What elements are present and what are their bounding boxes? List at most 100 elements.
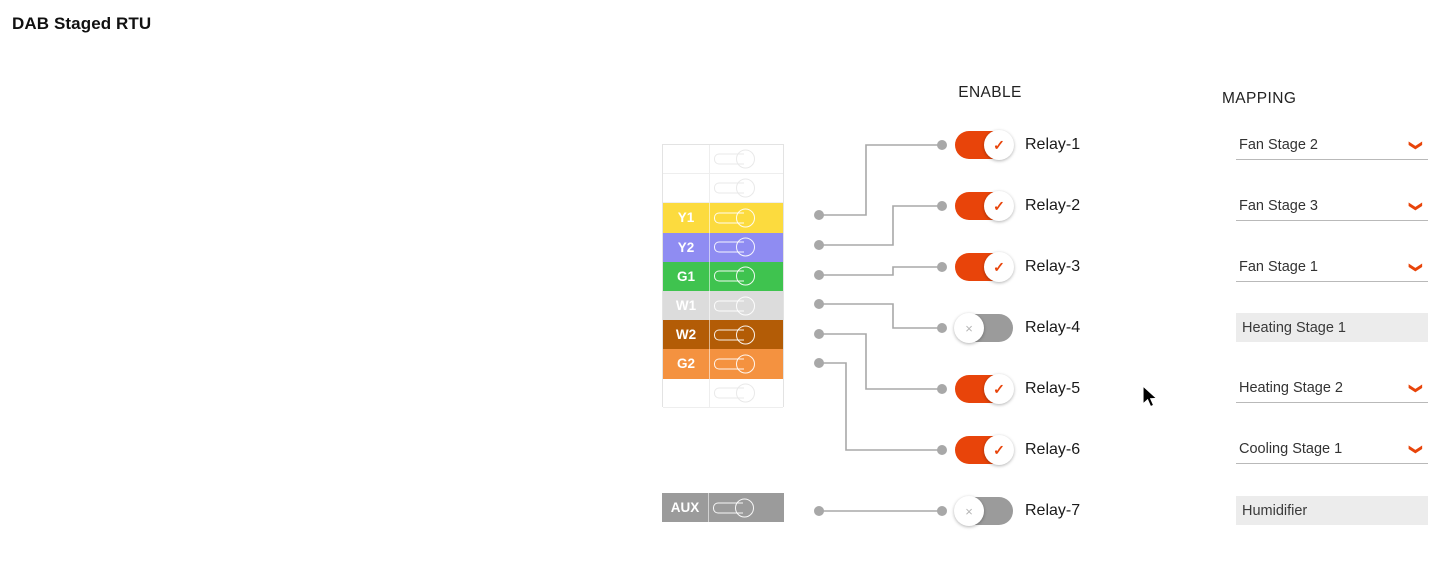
screw-terminal <box>710 262 783 291</box>
relay-label: Relay-5 <box>1025 380 1081 397</box>
relay-row: × Relay-7 <box>954 496 1081 526</box>
screw-slot <box>714 182 744 194</box>
terminal-row-blank <box>663 174 783 204</box>
chevron-down-icon[interactable]: ❯ <box>1409 443 1425 455</box>
screw-ring <box>736 354 755 374</box>
relay-row: ✓ Relay-2 <box>955 191 1080 221</box>
relay-mapping-dropdown[interactable]: Fan Stage 1❯ <box>1236 253 1428 282</box>
wire-w2-relay5 <box>820 333 941 390</box>
chevron-down-icon[interactable]: ❯ <box>1409 261 1425 273</box>
terminal-row-w2[interactable]: W2 <box>663 320 783 350</box>
wire-g1-relay3 <box>820 266 941 276</box>
terminal-row-y2[interactable]: Y2 <box>663 232 783 262</box>
relay-enable-toggle[interactable]: ✓ <box>955 130 1014 160</box>
relay-label: Relay-7 <box>1025 502 1081 519</box>
wire-y1-relay1 <box>820 144 941 216</box>
terminal-row-g1[interactable]: G1 <box>663 261 783 291</box>
relay-mapping-dropdown: Humidifier <box>1236 496 1428 525</box>
screw-ring <box>736 237 755 257</box>
relay-enable-toggle[interactable]: ✓ <box>955 435 1014 465</box>
mapping-column-header: MAPPING <box>1222 89 1297 107</box>
relay-row: ✓Relay-6 <box>955 435 1080 465</box>
terminal-label: Y1 <box>663 203 710 233</box>
relay-mapping-dropdown[interactable]: Heating Stage 2 ❯ <box>1236 374 1428 403</box>
screw-ring <box>736 208 755 228</box>
terminal-row-blank <box>663 145 783 175</box>
screw-slot <box>714 329 744 341</box>
screw-ring <box>736 149 755 169</box>
terminal-row-y1[interactable]: Y1 <box>663 203 783 233</box>
terminal-label: AUX <box>662 493 709 523</box>
screw-terminal <box>710 379 783 407</box>
relay-enable-toggle[interactable]: ✓ <box>955 252 1014 282</box>
screw-ring <box>736 266 755 286</box>
relay-enable-toggle[interactable]: ✓ <box>955 374 1014 404</box>
relay-row: ✓ Relay-3 <box>955 252 1080 282</box>
mouse-cursor <box>1142 385 1158 408</box>
relay-mapping-dropdown: Heating Stage 1 <box>1236 313 1428 342</box>
screw-ring <box>736 178 755 198</box>
mapping-value: Cooling Stage 1 <box>1239 441 1343 457</box>
terminal-row-blank <box>663 378 783 408</box>
relay-enable-toggle[interactable]: × <box>954 313 1013 343</box>
relay-enable-toggle[interactable]: ✓ <box>955 191 1014 221</box>
screw-terminal <box>710 203 783 232</box>
check-icon: ✓ <box>984 191 1014 221</box>
relay-row: ✓ Relay-5 <box>955 374 1080 404</box>
terminal-label <box>663 174 710 203</box>
check-icon: ✓ <box>984 252 1014 282</box>
screw-slot <box>714 241 744 253</box>
chevron-down-icon[interactable]: ❯ <box>1409 200 1425 212</box>
screw-slot <box>714 358 744 370</box>
screw-terminal <box>710 145 783 173</box>
relay-label: Relay-3 <box>1025 258 1081 275</box>
check-icon: ✓ <box>984 435 1014 465</box>
relay-mapping-dropdown[interactable]: Fan Stage 2 ❯ <box>1236 131 1428 160</box>
cross-icon: × <box>954 496 984 526</box>
relay-mapping-dropdown[interactable]: Fan Stage 3 ❯ <box>1236 192 1428 221</box>
relay-mapping-dropdown[interactable]: Cooling Stage 1 ❯ <box>1236 435 1428 464</box>
screw-ring <box>736 383 755 403</box>
aux-terminal-block: AUX <box>662 493 784 523</box>
terminal-label: W2 <box>663 320 710 350</box>
mapping-value: Humidifier <box>1242 502 1308 519</box>
screw-terminal <box>709 493 784 522</box>
chevron-down-icon[interactable]: ❯ <box>1409 382 1425 394</box>
screw-slot <box>714 153 744 165</box>
terminal-row-g2[interactable]: G2 <box>663 349 783 379</box>
relay-enable-toggle[interactable]: × <box>954 496 1013 526</box>
relay-label: Relay-2 <box>1025 197 1081 214</box>
terminal-label: Y2 <box>663 232 710 262</box>
terminal-row-w1[interactable]: W1 <box>663 290 783 321</box>
relay-row: ×Relay-4 <box>954 313 1080 343</box>
wire-terminal-dots <box>814 140 947 516</box>
screw-terminal <box>710 291 783 320</box>
screw-ring <box>736 296 755 316</box>
screw-slot <box>714 300 744 312</box>
cross-icon: × <box>954 313 984 343</box>
screw-slot <box>714 387 744 399</box>
wire-y2-relay2 <box>820 205 941 246</box>
check-icon: ✓ <box>984 130 1014 160</box>
mapping-value: Fan Stage 3 <box>1239 198 1318 214</box>
enable-column-header: ENABLE <box>958 84 1022 101</box>
relay-label: Relay-1 <box>1025 136 1081 153</box>
wire-w1-relay4 <box>820 303 941 329</box>
relay-row: ✓ Relay-1 <box>955 130 1080 160</box>
mapping-value: Heating Stage 2 <box>1239 380 1343 396</box>
screw-terminal <box>710 174 783 202</box>
screw-slot <box>714 270 744 282</box>
screw-terminal <box>710 233 783 262</box>
screw-ring <box>736 325 755 345</box>
screw-terminal <box>710 320 783 349</box>
mapping-value: Fan Stage 2 <box>1239 137 1318 153</box>
screw-terminal <box>710 349 783 378</box>
mapping-value: Heating Stage 1 <box>1242 319 1346 336</box>
chevron-down-icon[interactable]: ❯ <box>1409 139 1425 151</box>
screw-slot <box>714 212 744 224</box>
check-icon: ✓ <box>984 374 1014 404</box>
terminal-label: W1 <box>663 290 710 321</box>
terminal-label <box>663 378 710 407</box>
terminal-row-aux[interactable]: AUX <box>662 493 784 523</box>
